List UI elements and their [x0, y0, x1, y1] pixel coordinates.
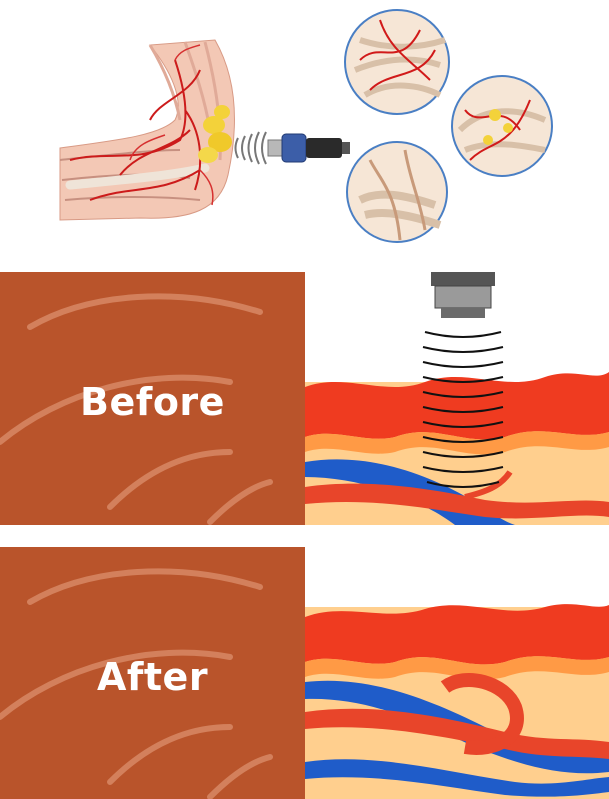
after-panel: After: [0, 547, 305, 799]
blood-vessel-illustration: [305, 547, 609, 799]
shockwave-rings: [422, 331, 504, 488]
elbow-anatomy-illustration: [59, 9, 553, 243]
decorative-arcs: [0, 568, 273, 799]
before-label: Before: [80, 380, 225, 424]
after-section: After: [0, 547, 609, 799]
before-tissue-illustration: [305, 272, 609, 525]
before-panel: Before: [0, 272, 305, 525]
shockwave-applicator-icon: [267, 133, 350, 163]
after-tissue-illustration: [305, 547, 609, 799]
calcification-cluster: [198, 105, 232, 163]
shockwave-rings: [234, 131, 267, 165]
decorative-arcs: [0, 293, 273, 525]
before-section: Before: [0, 272, 609, 525]
after-label: After: [96, 655, 209, 699]
tissue-detail-circles: [344, 9, 553, 243]
elbow-illustration-section: [0, 0, 609, 262]
applicator-head-icon: [431, 272, 495, 318]
